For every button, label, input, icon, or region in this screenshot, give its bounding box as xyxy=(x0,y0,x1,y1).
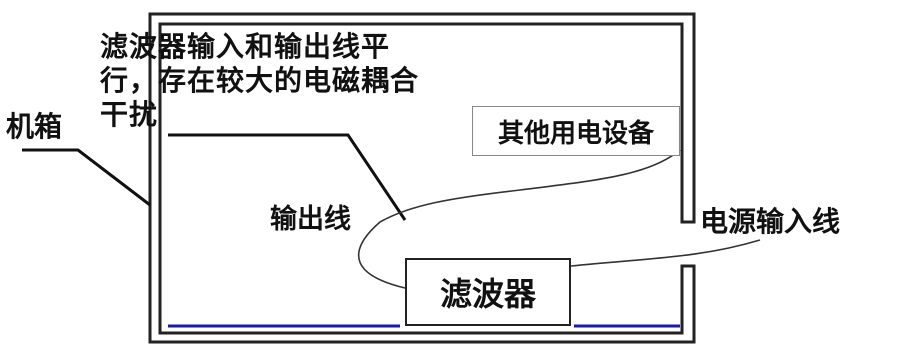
power-input-wire xyxy=(570,239,761,267)
output-wire-label: 输出线 xyxy=(270,204,351,235)
power-input-wire-label: 电源输入线 xyxy=(700,205,841,238)
other-device-box: 其他用电设备 xyxy=(472,106,680,156)
interference-note: 滤波器输入和输出线平行，存在较大的电磁耦合干扰 xyxy=(100,30,420,131)
chassis-leader-line xyxy=(22,148,151,207)
chassis-label: 机箱 xyxy=(6,110,63,143)
note-leader-line xyxy=(168,133,407,221)
chassis-wall-left-top-bottom xyxy=(148,12,696,344)
filter-box: 滤波器 xyxy=(405,258,571,326)
chassis-outline xyxy=(148,12,696,344)
output-wire xyxy=(357,149,681,289)
chassis-wall-right xyxy=(438,12,696,224)
